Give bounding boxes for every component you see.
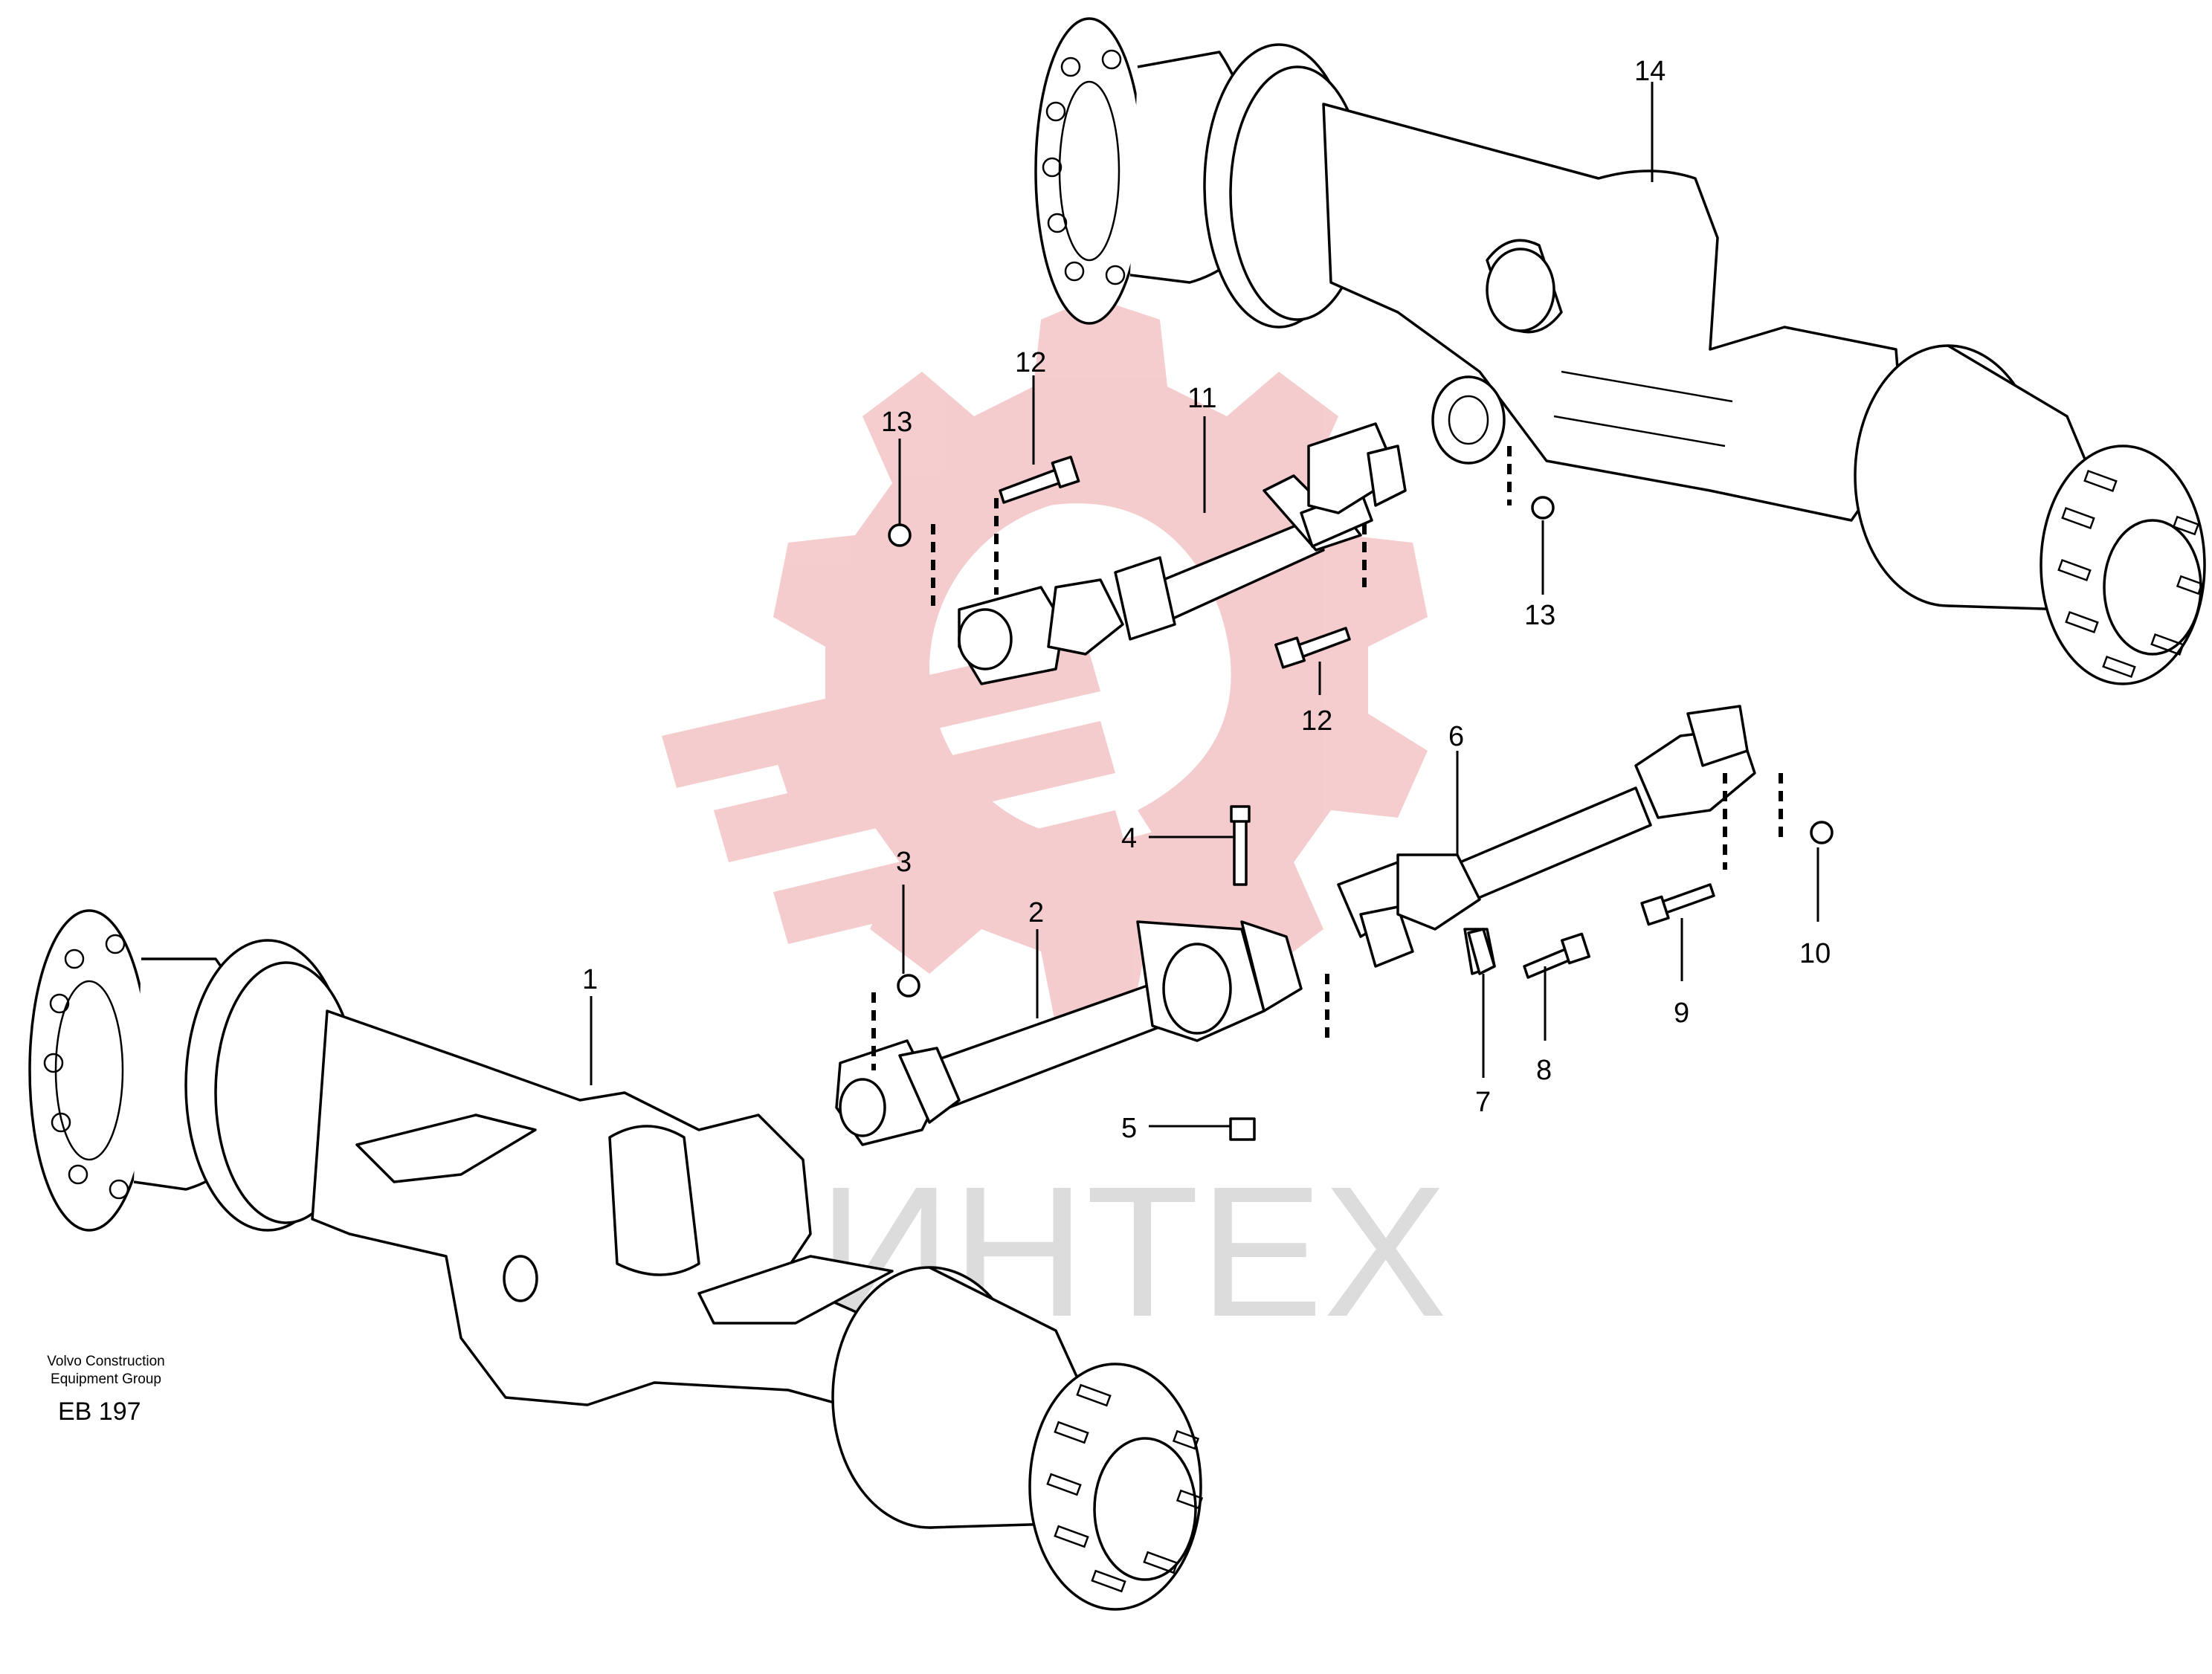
callout-3: 3 (896, 847, 912, 878)
callout-4: 4 (1121, 823, 1137, 854)
diagram-code: EB 197 (58, 1397, 141, 1426)
upper-propeller-shaft (958, 422, 1407, 685)
callout-1: 1 (582, 964, 598, 995)
callout-7: 7 (1475, 1087, 1491, 1118)
callout-12-top: 12 (1015, 347, 1046, 378)
callout-13-right: 13 (1524, 600, 1555, 631)
callout-6: 6 (1448, 721, 1464, 752)
callout-2: 2 (1028, 897, 1044, 928)
org-name-line-2: Equipment Group (51, 1371, 161, 1387)
callout-14: 14 (1634, 56, 1666, 87)
callout-11: 11 (1187, 383, 1216, 414)
callout-9: 9 (1674, 998, 1689, 1029)
org-name-line-1: Volvo Construction (47, 1354, 165, 1369)
callout-13-left: 13 (881, 407, 912, 438)
callout-5: 5 (1121, 1113, 1137, 1144)
callout-10: 10 (1799, 938, 1831, 969)
rear-axle (1034, 17, 2206, 685)
alignment-dashes (871, 446, 1783, 1070)
fasteners (888, 456, 1834, 1141)
callout-12-bottom: 12 (1301, 705, 1332, 737)
callouts: 14 12 13 11 13 12 6 4 3 2 1 5 7 8 9 10 (582, 56, 1831, 1144)
front-propeller-shaft (835, 920, 1303, 1146)
callout-8: 8 (1536, 1055, 1552, 1086)
front-axle (28, 909, 1204, 1611)
footer-block: Volvo Construction Equipment Group EB 19… (30, 1353, 182, 1426)
